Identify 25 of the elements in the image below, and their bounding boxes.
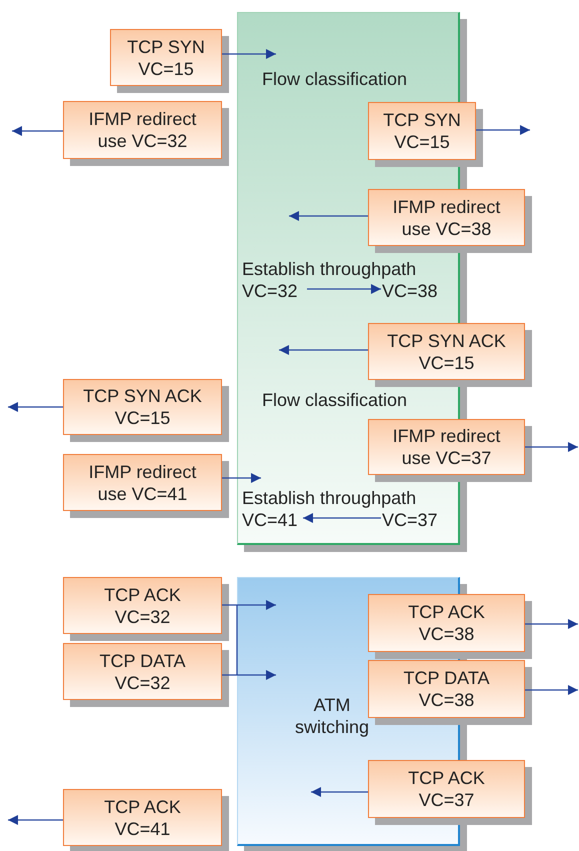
arrow bbox=[222, 49, 276, 59]
arrow bbox=[311, 787, 368, 797]
arrow bbox=[221, 604, 277, 680]
arrow bbox=[476, 125, 530, 135]
stage-label: Flow classification bbox=[262, 68, 408, 90]
arrow bbox=[303, 513, 381, 523]
arrow bbox=[525, 442, 578, 452]
arrow bbox=[279, 345, 368, 355]
vc-label: VC=32 bbox=[242, 280, 308, 302]
vc-label: VC=38 bbox=[382, 280, 446, 302]
arrow bbox=[525, 619, 578, 629]
vc-label: VC=41 bbox=[242, 509, 304, 531]
arrow bbox=[8, 402, 63, 412]
arrow bbox=[222, 473, 261, 483]
arrow bbox=[307, 284, 381, 294]
arrow bbox=[525, 685, 578, 695]
arrow bbox=[8, 815, 63, 825]
stage-label: ATM switching bbox=[294, 694, 370, 738]
stage-label: Establish throughpath bbox=[242, 258, 416, 280]
arrow bbox=[222, 600, 276, 610]
stage-label: Establish throughpath bbox=[242, 487, 416, 509]
arrow bbox=[289, 211, 368, 221]
stage-label: Flow classification bbox=[262, 389, 408, 411]
arrow bbox=[12, 126, 63, 136]
vc-label: VC=37 bbox=[382, 509, 446, 531]
